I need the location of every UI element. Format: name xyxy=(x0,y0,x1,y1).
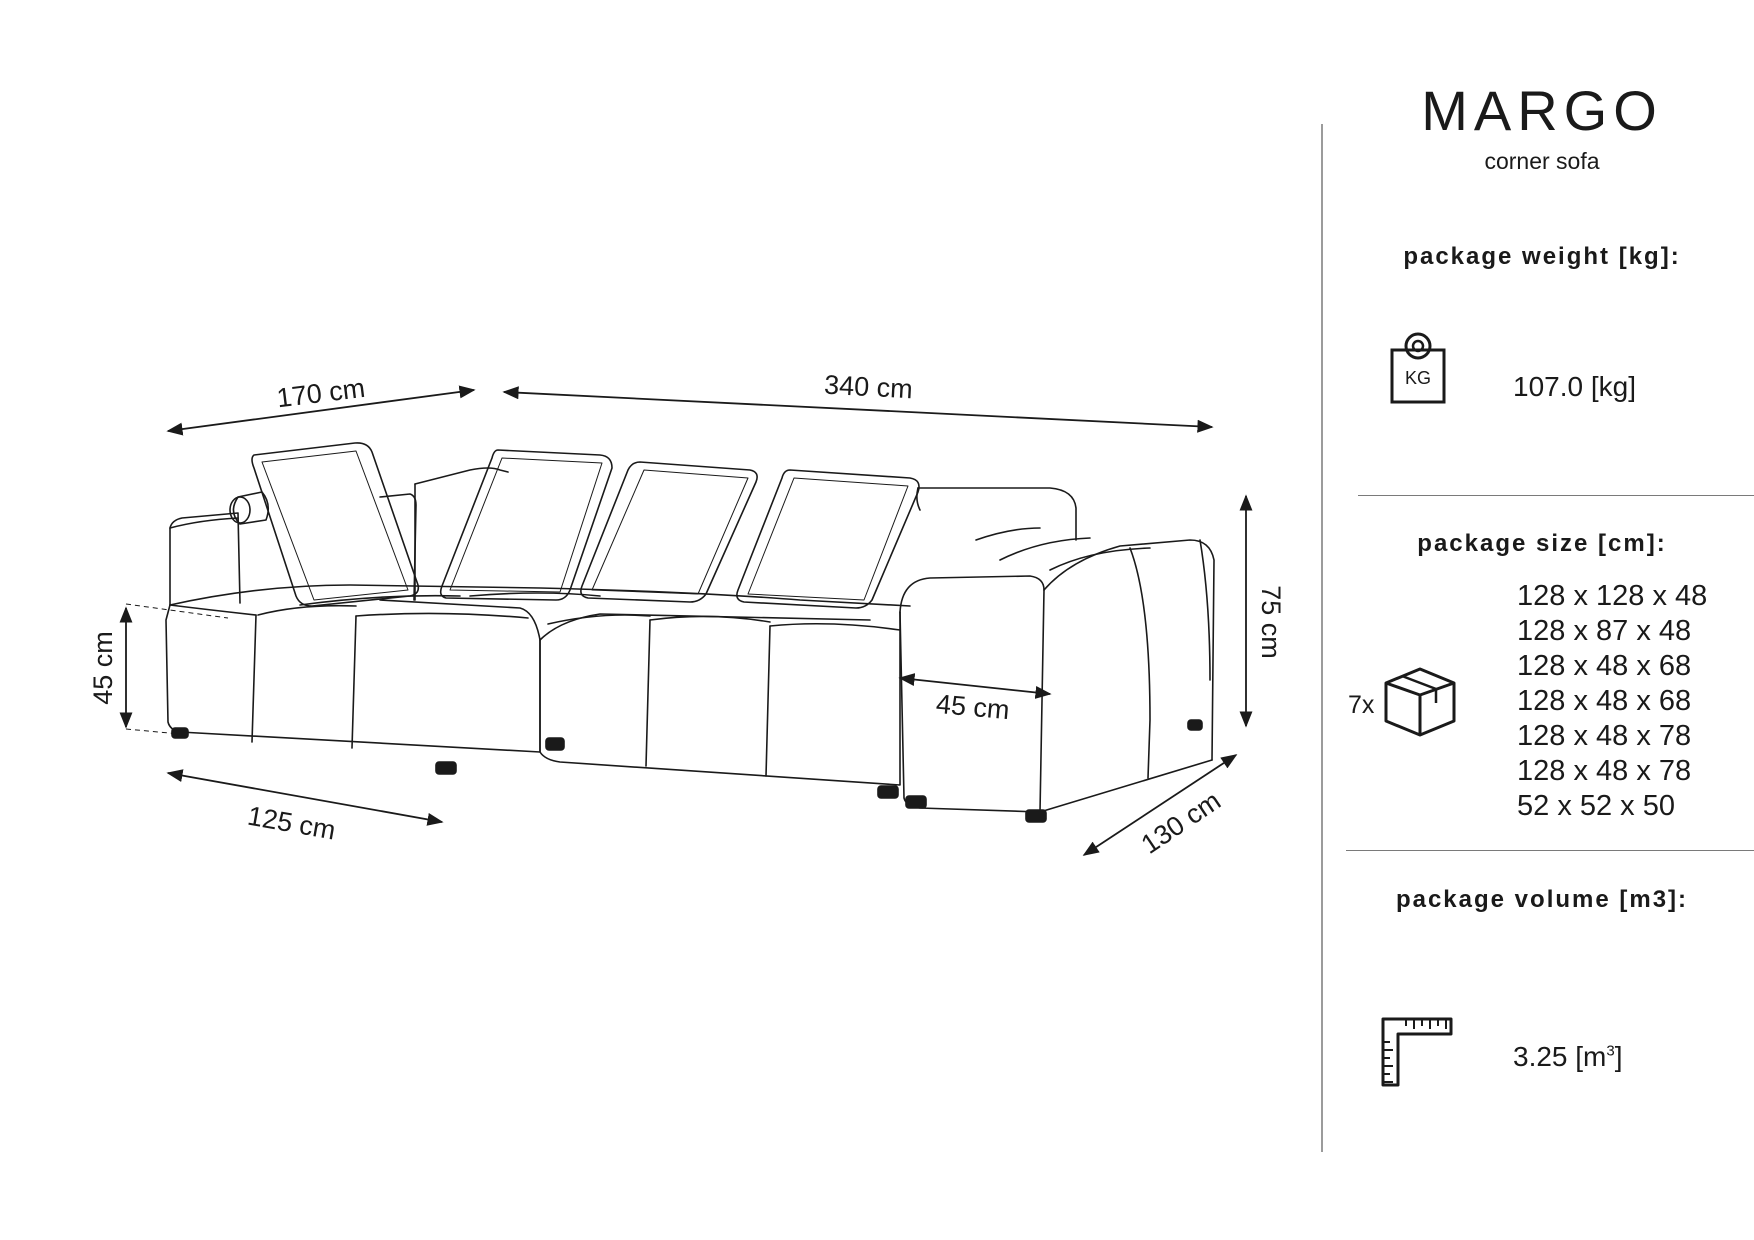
box-icon xyxy=(1384,667,1456,737)
spec-panel: MARGO corner sofa package weight [kg]: K… xyxy=(1330,0,1754,1240)
package-size-item: 128 x 87 x 48 xyxy=(1517,615,1692,647)
kg-icon-label: KG xyxy=(1405,368,1431,388)
label-45-depth: 45 cm xyxy=(935,689,1011,725)
package-size-item: 128 x 128 x 48 xyxy=(1517,580,1708,612)
dim-line-125 xyxy=(166,769,444,826)
package-volume-heading: package volume [m3]: xyxy=(1395,886,1689,913)
dimension-lines xyxy=(119,385,1253,856)
label-125: 125 cm xyxy=(245,801,337,846)
label-170: 170 cm xyxy=(275,373,367,414)
product-type: corner sofa xyxy=(1484,148,1600,174)
sofa-illustration xyxy=(165,442,1215,823)
label-45-height: 45 cm xyxy=(88,631,118,705)
dim-line-170 xyxy=(166,385,476,436)
product-name: MARGO xyxy=(1421,79,1663,142)
package-size-heading: package size [cm]: xyxy=(1417,530,1667,557)
package-count: 7x xyxy=(1348,691,1375,719)
dim-line-130 xyxy=(1082,754,1238,856)
label-75: 75 cm xyxy=(1256,585,1286,659)
label-340: 340 cm xyxy=(823,370,913,405)
package-size-item: 52 x 52 x 50 xyxy=(1517,790,1675,822)
package-weight-heading: package weight [kg]: xyxy=(1403,243,1681,270)
section-divider-2 xyxy=(1346,850,1754,851)
package-volume-value: 3.25 [m3] xyxy=(1513,1041,1623,1072)
package-size-item: 128 x 48 x 78 xyxy=(1517,755,1692,787)
package-size-list: 128 x 128 x 48 128 x 87 x 48 128 x 48 x … xyxy=(1517,579,1707,824)
package-size-item: 128 x 48 x 68 xyxy=(1517,650,1692,682)
package-size-item: 128 x 48 x 78 xyxy=(1517,720,1692,752)
label-130: 130 cm xyxy=(1136,785,1226,859)
dim-line-45-depth xyxy=(898,673,1052,699)
dimension-labels: 170 cm 340 cm 125 cm 130 cm 45 cm 75 cm … xyxy=(88,370,1286,860)
package-weight-value: 107.0 [kg] xyxy=(1513,371,1636,402)
section-divider-1 xyxy=(1358,495,1754,496)
ruler-corner-icon xyxy=(1381,1017,1453,1087)
kg-weight-icon: KG xyxy=(1390,332,1446,404)
package-size-item: 128 x 48 x 68 xyxy=(1517,685,1692,717)
dim-line-340 xyxy=(502,386,1214,433)
